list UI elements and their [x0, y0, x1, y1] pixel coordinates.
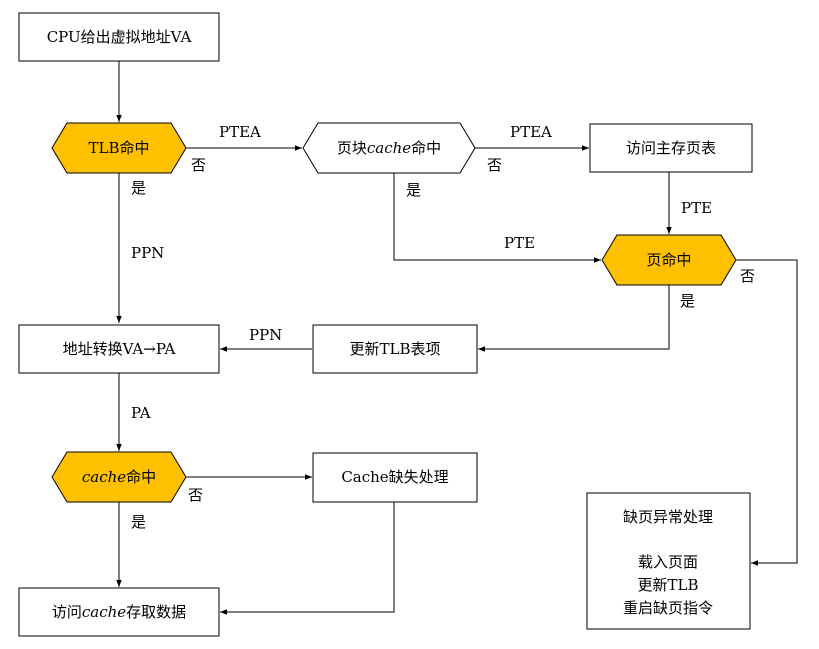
label-pte-2: PTE — [504, 234, 535, 252]
label-page-no: 否 — [740, 267, 755, 285]
label-pa: PA — [131, 404, 151, 422]
node-page-fault-line1: 载入页面 — [638, 553, 698, 571]
label-ptea-1: PTEA — [219, 123, 261, 141]
label-cache-no: 否 — [188, 486, 203, 504]
node-pte-cache-hit: 页块cache命中 — [302, 122, 476, 174]
label-pte-cache-yes: 是 — [406, 181, 421, 199]
edge-labels: 否 是 PTEA PTEA 否 是 PPN PTE PTE 否 是 PPN PA… — [131, 123, 755, 531]
node-cache-hit: cache命中 — [51, 451, 187, 503]
edge-page-hit-to-page-fault — [736, 259, 798, 566]
label-pte-cache-no: 否 — [487, 156, 502, 174]
node-cpu-va-label: CPU给出虚拟地址VA — [47, 28, 192, 46]
node-tlb-hit-label: TLB命中 — [89, 139, 150, 157]
node-cache-miss: Cache缺失处理 — [312, 452, 478, 503]
node-cache-hit-label: cache命中 — [82, 468, 156, 486]
edge-page-hit-to-update-tlb — [478, 285, 670, 352]
node-access-data-label: 访问cache存取数据 — [52, 603, 186, 621]
label-page-yes: 是 — [680, 292, 695, 310]
node-page-hit: 页命中 — [601, 234, 737, 286]
node-update-tlb-label: 更新TLB表项 — [350, 340, 441, 358]
edge-miss-to-access — [220, 502, 395, 615]
label-tlb-no: 否 — [191, 156, 206, 174]
node-access-data: 访问cache存取数据 — [18, 587, 220, 637]
node-access-page-table: 访问主存页表 — [589, 123, 753, 173]
node-pte-cache-hit-label: 页块cache命中 — [337, 139, 441, 157]
node-cache-miss-label: Cache缺失处理 — [341, 468, 448, 486]
node-access-page-table-label: 访问主存页表 — [626, 139, 716, 157]
node-update-tlb: 更新TLB表项 — [312, 324, 478, 374]
node-addr-translate-label: 地址转换VA→PA — [63, 340, 176, 358]
label-ppn-1: PPN — [131, 244, 164, 262]
node-page-fault-line3: 重启缺页指令 — [623, 599, 713, 617]
label-pte-1: PTE — [681, 199, 712, 217]
node-page-fault-title: 缺页异常处理 — [623, 508, 713, 526]
label-tlb-yes: 是 — [131, 179, 146, 197]
node-page-fault: 缺页异常处理 载入页面 更新TLB 重启缺页指令 — [586, 492, 751, 630]
node-page-hit-label: 页命中 — [646, 251, 691, 269]
label-ppn-2: PPN — [249, 326, 282, 344]
node-cpu-va: CPU给出虚拟地址VA — [18, 12, 220, 62]
label-cache-yes: 是 — [131, 513, 146, 531]
node-tlb-hit: TLB命中 — [51, 122, 187, 174]
edge-pte-cache-to-page-hit — [393, 173, 601, 263]
node-addr-translate: 地址转换VA→PA — [18, 324, 220, 374]
label-ptea-2: PTEA — [510, 123, 552, 141]
node-page-fault-line2: 更新TLB — [638, 576, 699, 594]
connectors — [116, 61, 798, 615]
